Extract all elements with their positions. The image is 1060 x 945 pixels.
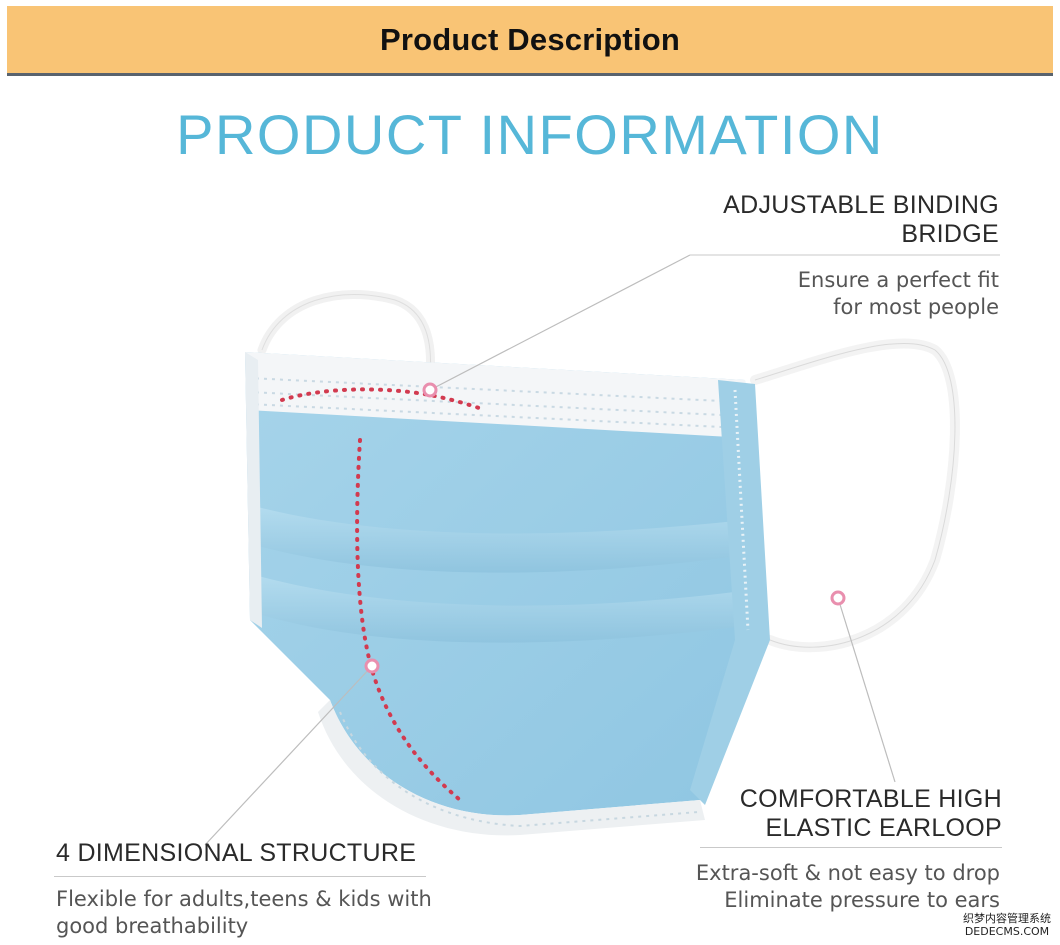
structure-divider	[54, 876, 426, 877]
mask-side-band	[690, 380, 770, 805]
bridge-desc-line2: for most people	[833, 295, 999, 319]
right-earloop	[750, 338, 960, 653]
site-watermark: 织梦内容管理系统 DEDECMS.COM	[960, 911, 1054, 939]
bridge-marker	[422, 382, 438, 398]
structure-desc-line2: good breathability	[56, 914, 249, 938]
section-title: Product Description	[379, 21, 681, 57]
structure-desc-line1: Flexible for adults,teens & kids with	[56, 887, 432, 911]
earloop-description: Extra-soft & not easy to drop Eliminate …	[696, 860, 1000, 914]
structure-marker	[364, 658, 380, 674]
earloop-callout: COMFORTABLE HIGH ELASTIC EARLOOP	[740, 785, 1002, 843]
bridge-label-line1: ADJUSTABLE BINDING	[723, 191, 999, 219]
section-header: Product Description	[7, 6, 1053, 76]
earloop-callout-line	[837, 597, 896, 783]
watermark-line1: 织梦内容管理系统	[963, 912, 1051, 925]
bridge-label-line2: BRIDGE	[901, 220, 999, 248]
product-information-title: PRODUCT INFORMATION	[176, 103, 884, 166]
left-earloop-edge	[261, 294, 432, 376]
structure-description: Flexible for adults,teens & kids with go…	[56, 886, 432, 940]
structure-callout-line	[204, 665, 373, 846]
earloop-desc-line1: Extra-soft & not easy to drop	[695, 861, 1000, 885]
watermark-line2: DEDECMS.COM	[964, 925, 1050, 938]
mask-body	[245, 352, 760, 816]
earloop-divider	[700, 847, 1002, 848]
mask-fold-2	[255, 575, 752, 643]
bridge-desc-line1: Ensure a perfect fit	[797, 268, 999, 292]
earloop-desc-line2: Eliminate pressure to ears	[724, 888, 1000, 912]
earloop-label-line1: COMFORTABLE HIGH	[739, 785, 1002, 813]
structure-callout: 4 DIMENSIONAL STRUCTURE	[56, 839, 416, 868]
bridge-description: Ensure a perfect fit for most people	[798, 267, 999, 321]
mask-bottom-band	[318, 700, 705, 836]
mask-top-band	[245, 352, 748, 438]
bridge-callout: ADJUSTABLE BINDING BRIDGE	[723, 191, 999, 249]
right-earloop-edge	[754, 342, 956, 648]
mask-fold-1	[250, 505, 748, 573]
structure-label: 4 DIMENSIONAL STRUCTURE	[56, 839, 417, 867]
bridge-callout-line	[429, 254, 691, 391]
earloop-marker	[830, 590, 846, 606]
earloop-label-line2: ELASTIC EARLOOP	[765, 814, 1002, 842]
